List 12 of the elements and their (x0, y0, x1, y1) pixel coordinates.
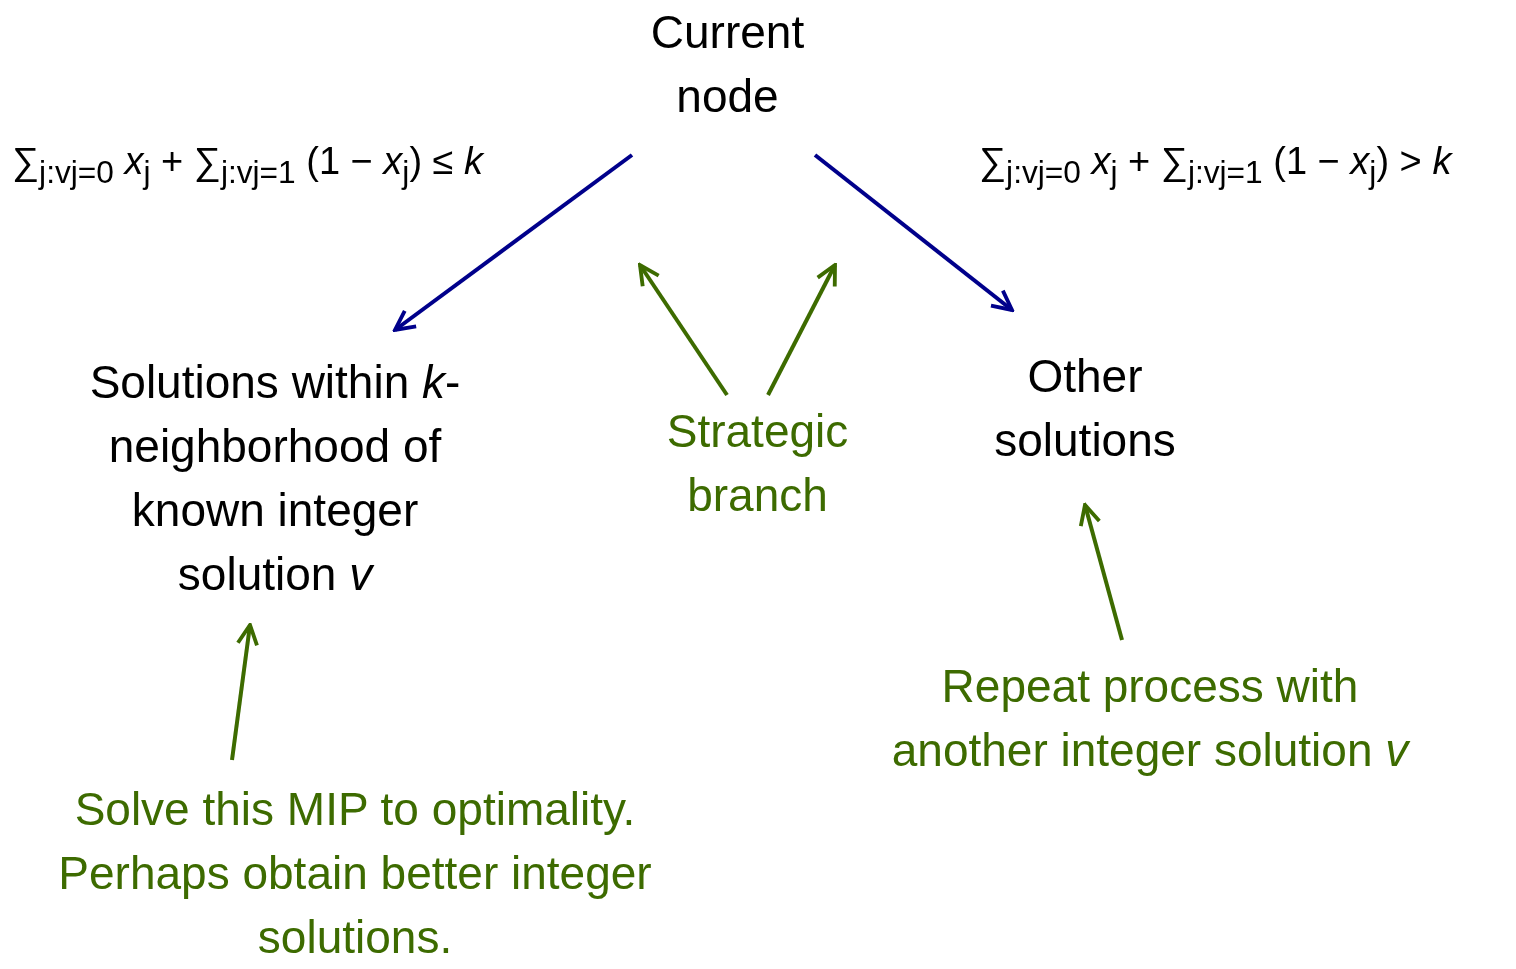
node-text: Solve this MIP to optimality. Perhaps obtain better integer solutions. (57, 782, 653, 965)
arrow (230, 623, 259, 761)
node-text: Other solutions (993, 348, 1177, 468)
node-text: Repeat process with another integer solution v (890, 658, 1412, 778)
arrow (766, 263, 837, 396)
arrow (393, 153, 634, 332)
node-text: Current node (649, 5, 806, 124)
arrow (813, 153, 1014, 312)
node-text: Solutions within k-neighborhood of known integer solution v (88, 354, 462, 602)
arrow (638, 263, 729, 397)
node-text: Strategic branch (665, 403, 850, 523)
arrow (1078, 503, 1124, 641)
